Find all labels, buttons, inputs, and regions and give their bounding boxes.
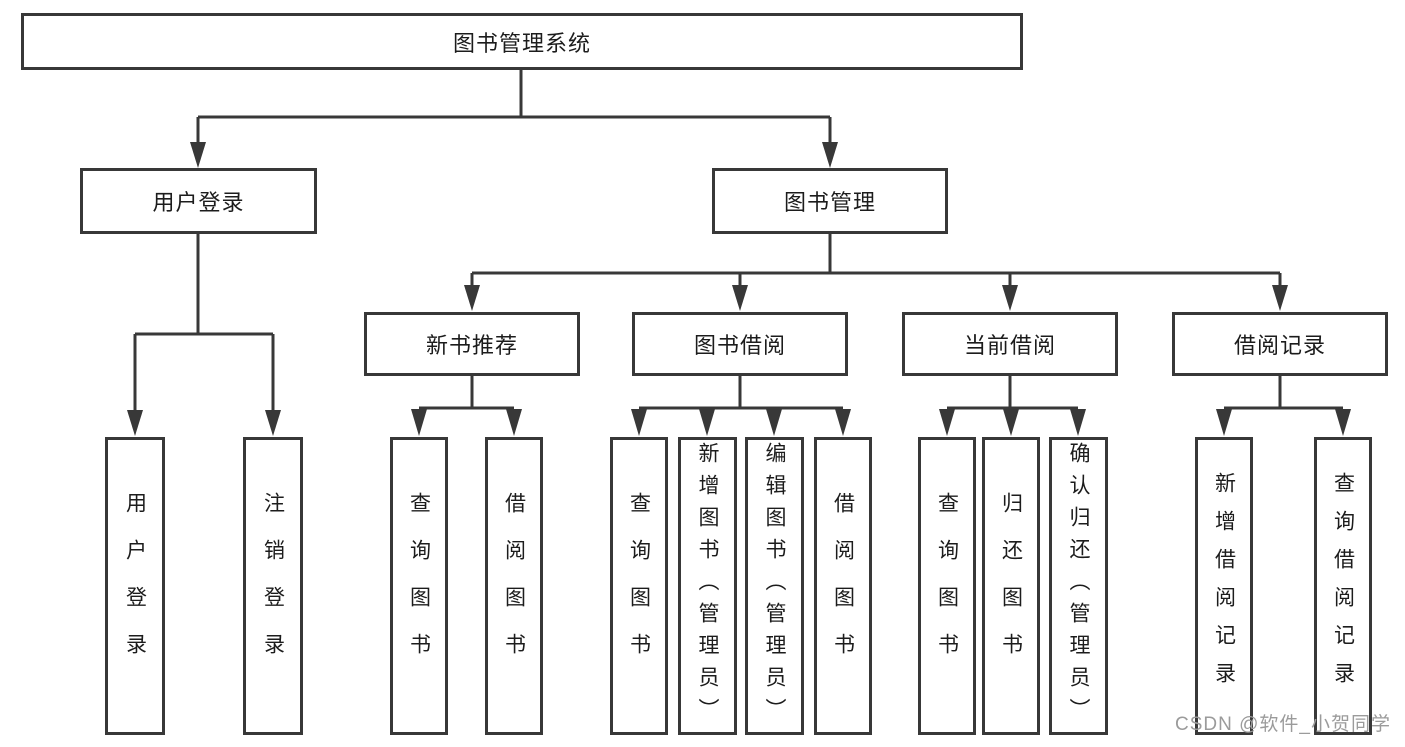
arrow-down-icon: [1335, 409, 1351, 436]
arrow-down-icon: [835, 409, 851, 436]
arrow-down-icon: [1272, 285, 1288, 311]
arrow-down-icon: [1216, 409, 1232, 436]
arrow-down-icon: [464, 285, 480, 311]
arrow-down-icon: [265, 410, 281, 436]
node-leaf-rec-add-record-label: 新增借阅记录: [1212, 472, 1236, 700]
arrow-down-icon: [1002, 285, 1018, 311]
connector-path: [133, 69, 1343, 412]
node-book-borrow: 图书借阅: [632, 312, 848, 376]
node-root-label: 图书管理系统: [452, 30, 591, 56]
node-leaf-nb-query-books: 查询图书: [390, 437, 448, 735]
node-leaf-cur-query-books: 查询图书: [918, 437, 976, 735]
node-leaf-bw-query-books: 查询图书: [610, 437, 668, 735]
node-root: 图书管理系统: [21, 13, 1023, 70]
node-leaf-rec-query-record: 查询借阅记录: [1314, 437, 1372, 735]
arrow-down-icon: [822, 142, 838, 168]
node-leaf-logout: 注销登录: [243, 437, 303, 735]
node-leaf-bw-add-books-admin-label: 新增图书（管理员）: [696, 442, 719, 730]
arrow-down-icon: [766, 409, 782, 436]
node-new-book-recommend-label: 新书推荐: [425, 333, 518, 358]
node-leaf-bw-add-books-admin: 新增图书（管理员）: [678, 437, 737, 735]
node-leaf-bw-query-books-label: 查询图书: [627, 492, 651, 680]
node-leaf-nb-borrow-books-label: 借阅图书: [502, 492, 526, 680]
arrow-down-icon: [631, 409, 647, 436]
node-leaf-user-login: 用户登录: [105, 437, 165, 735]
csdn-watermark: CSDN @软件_小贺同学: [1175, 714, 1391, 735]
arrow-down-icon: [411, 409, 427, 436]
arrow-down-icon: [127, 410, 143, 436]
node-leaf-cur-return-books-label: 归还图书: [999, 492, 1023, 680]
node-leaf-bw-borrow-books: 借阅图书: [814, 437, 872, 735]
node-current-borrow-label: 当前借阅: [963, 333, 1056, 358]
arrow-down-icon: [506, 409, 522, 436]
arrow-down-icon: [939, 409, 955, 436]
node-leaf-cur-confirm-return-admin-label: 确认归还（管理员）: [1067, 442, 1090, 730]
node-leaf-bw-edit-books-admin-label: 编辑图书（管理员）: [763, 442, 786, 730]
node-borrow-records: 借阅记录: [1172, 312, 1388, 376]
node-user-login-label: 用户登录: [152, 190, 245, 215]
node-leaf-rec-query-record-label: 查询借阅记录: [1331, 472, 1355, 700]
node-leaf-bw-borrow-books-label: 借阅图书: [831, 492, 855, 680]
node-leaf-nb-borrow-books: 借阅图书: [485, 437, 543, 735]
node-leaf-rec-add-record: 新增借阅记录: [1195, 437, 1253, 735]
node-book-management: 图书管理: [712, 168, 948, 234]
node-current-borrow: 当前借阅: [902, 312, 1118, 376]
node-leaf-cur-confirm-return-admin: 确认归还（管理员）: [1049, 437, 1108, 735]
node-leaf-nb-query-books-label: 查询图书: [407, 492, 431, 680]
node-new-book-recommend: 新书推荐: [364, 312, 580, 376]
node-borrow-records-label: 借阅记录: [1233, 333, 1326, 358]
arrow-down-icon: [190, 142, 206, 168]
node-leaf-logout-label: 注销登录: [261, 492, 285, 680]
arrow-down-icon: [699, 409, 715, 436]
node-user-login: 用户登录: [80, 168, 317, 234]
node-book-management-label: 图书管理: [783, 190, 876, 215]
node-book-borrow-label: 图书借阅: [693, 333, 786, 358]
node-leaf-bw-edit-books-admin: 编辑图书（管理员）: [745, 437, 804, 735]
node-leaf-user-login-label: 用户登录: [123, 492, 147, 680]
arrow-down-icon: [732, 285, 748, 311]
arrow-down-icon: [1070, 409, 1086, 436]
node-leaf-cur-return-books: 归还图书: [982, 437, 1040, 735]
node-leaf-cur-query-books-label: 查询图书: [935, 492, 959, 680]
arrow-down-icon: [1003, 409, 1019, 436]
